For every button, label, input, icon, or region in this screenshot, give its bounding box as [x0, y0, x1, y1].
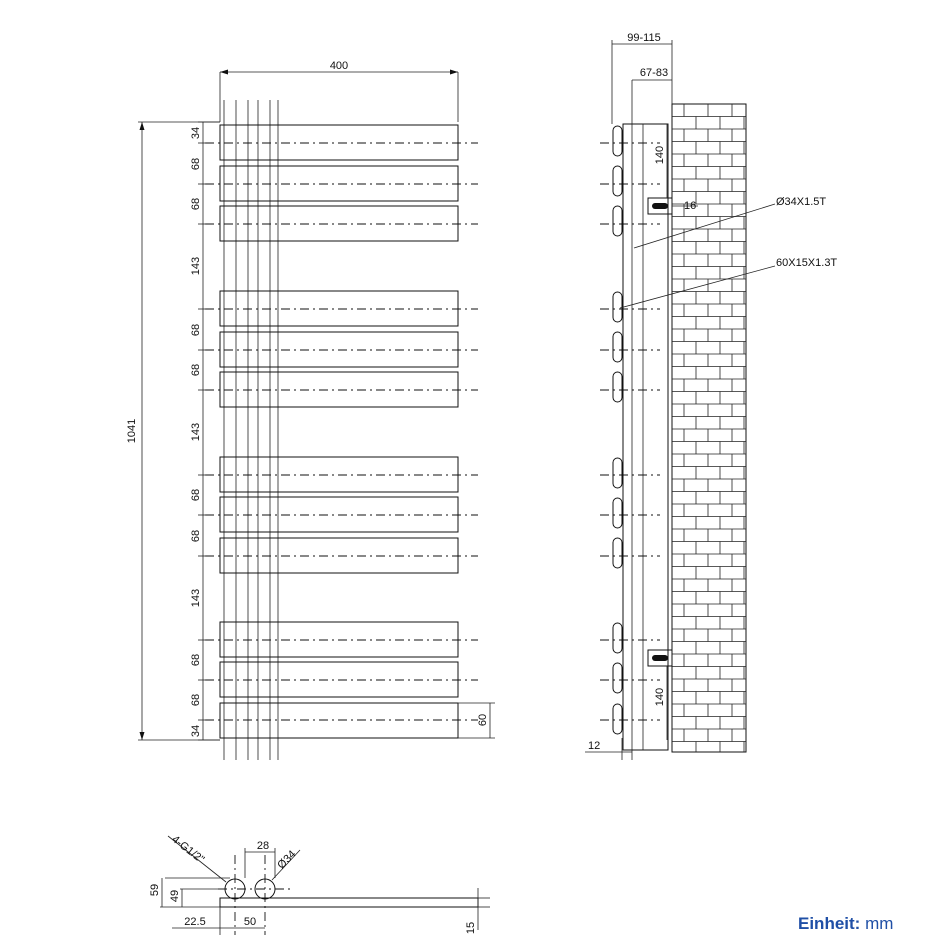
gap-label: 68 — [190, 654, 202, 666]
pipe-diameter-label: Ø34 — [275, 848, 298, 871]
depth-dimensions: 99-115 67-83 — [611, 32, 673, 124]
gap-label: 68 — [190, 324, 202, 336]
gap-label: 68 — [190, 530, 202, 542]
bracket-dimensions: 140 140 16 — [654, 124, 698, 740]
width-label: 400 — [330, 60, 348, 72]
height-dimension: 1041 — [126, 121, 220, 741]
height-label: 1041 — [126, 419, 138, 443]
thickness-label: 15 — [465, 922, 477, 934]
unit-note: Einheit: mm — [798, 914, 893, 934]
pipe-spec-label: Ø34X1.5T — [776, 196, 826, 208]
unit-value: mm — [865, 914, 894, 933]
vertical-pipes — [223, 100, 279, 760]
gap-label: 68 — [190, 198, 202, 210]
brick-wall — [671, 103, 747, 753]
front-view: 400 1041 34 — [126, 60, 495, 760]
bar-centerlines — [205, 142, 478, 721]
bracket-top-label: 140 — [654, 146, 666, 164]
offset-label: 22.5 — [184, 916, 205, 928]
bottom-view: 4-G1/2" 28 Ø34 59 49 22.5 50 15 — [149, 833, 490, 935]
bracket-bottom-label: 140 — [654, 688, 666, 706]
bracket-size-label: 16 — [684, 200, 696, 212]
bar-height-dimension: 60 — [458, 702, 495, 739]
gap-label: 68 — [190, 158, 202, 170]
bar-height-label: 60 — [477, 714, 489, 726]
base-plate — [219, 897, 479, 908]
gap-label: 143 — [190, 257, 202, 275]
side-centerlines — [600, 142, 660, 721]
bar-group — [219, 124, 459, 739]
gap-label: 68 — [190, 489, 202, 501]
bar-sections — [612, 125, 623, 735]
bar-thickness-label: 12 — [588, 740, 600, 752]
thread-label: 4-G1/2" — [169, 833, 206, 866]
depth-total-label: 99-115 — [627, 32, 660, 44]
radiator-profile — [622, 123, 669, 751]
height-total-label: 59 — [149, 884, 161, 896]
gap-label: 68 — [190, 694, 202, 706]
wall-brackets — [647, 197, 673, 667]
width-dimension: 400 — [219, 60, 459, 122]
pipe-gap-label: 28 — [257, 840, 269, 852]
depth-wall-label: 67-83 — [640, 67, 668, 79]
gap-label: 34 — [190, 725, 202, 737]
bar-spec-label: 60X15X1.3T — [776, 257, 837, 269]
gap-label: 68 — [190, 364, 202, 376]
height-center-label: 49 — [169, 890, 181, 902]
bar-thickness-dimension: 12 — [585, 738, 632, 760]
side-view: 99-115 67-83 140 140 16 Ø34X1.5T 60X15X1… — [585, 32, 837, 760]
gap-label: 34 — [190, 127, 202, 139]
gap-label: 143 — [190, 423, 202, 441]
gap-label: 143 — [190, 589, 202, 607]
unit-label: Einheit: — [798, 914, 861, 933]
spacing-label: 50 — [244, 916, 256, 928]
spec-leaders: Ø34X1.5T 60X15X1.3T — [619, 196, 837, 309]
spacing-dimension-chain: 34 68 68 143 68 68 143 68 68 143 68 68 3… — [190, 121, 220, 741]
